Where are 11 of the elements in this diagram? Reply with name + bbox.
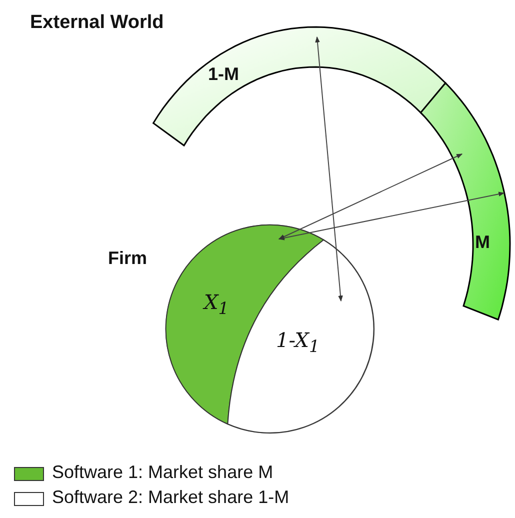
arrow xyxy=(278,154,463,240)
legend-label: Software 2: Market share 1-M xyxy=(52,487,290,508)
share-label: X$_{1}$ xyxy=(204,290,229,318)
firm-label: Firm xyxy=(108,248,148,269)
arrow xyxy=(315,36,343,302)
segment-label: 1-M xyxy=(208,64,239,85)
segment-label: M xyxy=(475,232,490,253)
heading: External World xyxy=(30,12,164,34)
legend-label: Software 1: Market share M xyxy=(52,462,274,483)
share-label: 1-X$_{1}$ xyxy=(276,328,320,356)
arrow xyxy=(278,192,505,240)
